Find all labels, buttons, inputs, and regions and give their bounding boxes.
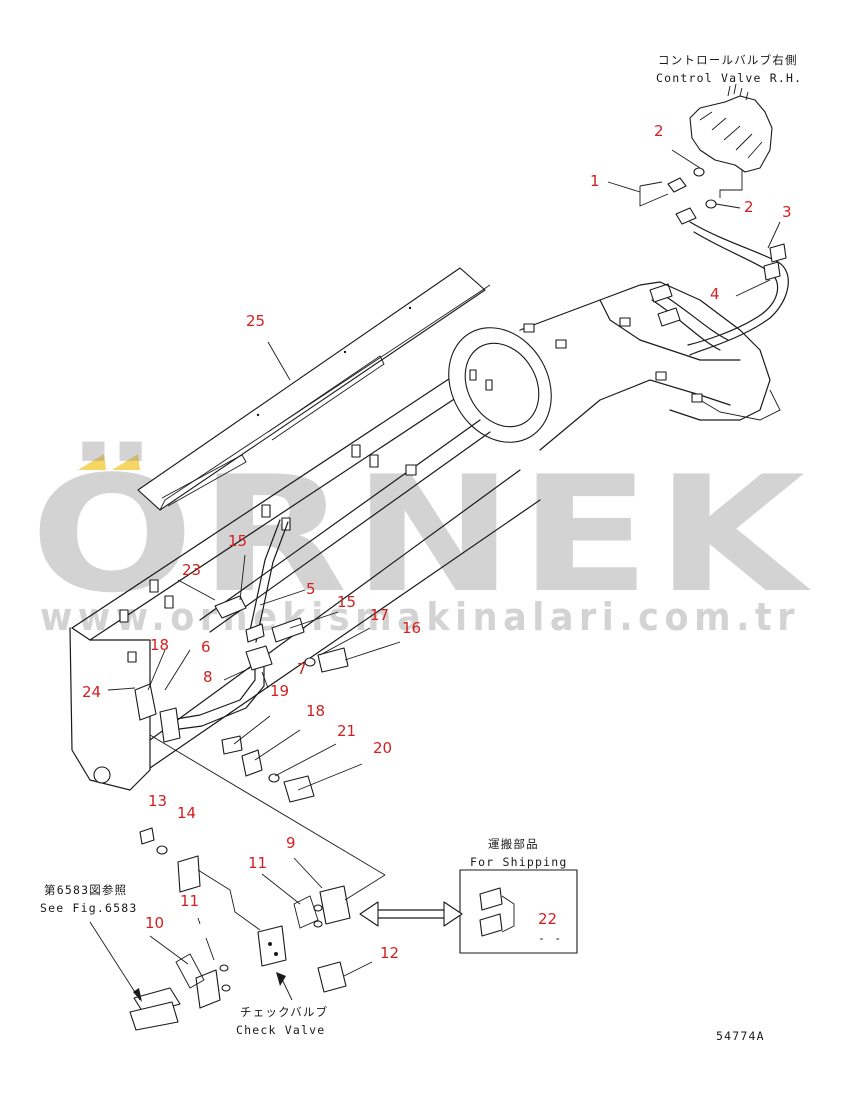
main-frame — [69, 281, 781, 876]
part-number-22: 22 — [538, 910, 557, 928]
part-number-2a: 2 — [654, 122, 664, 140]
watermark-brand: ÖRNEK — [30, 440, 811, 628]
shipping-label-en: For Shipping — [470, 855, 567, 869]
part-number-18b: 18 — [306, 702, 325, 720]
watermark-accent-right — [112, 454, 140, 470]
control-valve-label-en: Control Valve R.H. — [656, 71, 802, 85]
hoses — [649, 221, 789, 356]
drawing-number: 54774A — [716, 1029, 765, 1043]
cover-plate-25 — [137, 267, 491, 511]
part-numbers: 1 2 2 3 4 5 6 7 8 9 10 11 11 12 13 14 15… — [82, 122, 792, 962]
watermark: ÖRNEK www.ornekismakinalari.com.tr — [30, 440, 811, 639]
shipping-box — [344, 869, 578, 954]
part-number-10: 10 — [145, 914, 164, 932]
part-number-15a: 15 — [228, 532, 247, 550]
part-number-5: 5 — [306, 580, 316, 598]
part-number-7: 7 — [297, 660, 307, 678]
part-number-13: 13 — [148, 792, 167, 810]
part-number-17: 17 — [370, 606, 389, 624]
labels: コントロールバルブ右側 Control Valve R.H. 運搬部品 For … — [40, 53, 802, 1043]
see-fig-label-jp: 第6583図参照 — [44, 883, 127, 897]
check-valve-assembly — [89, 827, 351, 1031]
part-number-3: 3 — [782, 203, 792, 221]
shipping-label-jp: 運搬部品 — [488, 837, 539, 851]
part-number-18a: 18 — [150, 636, 169, 654]
control-valve-label-jp: コントロールバルブ右側 — [658, 53, 798, 67]
part-number-23: 23 — [182, 561, 201, 579]
part-number-16: 16 — [402, 619, 421, 637]
tubes-and-clamps — [134, 519, 349, 803]
leader-lines — [107, 149, 781, 977]
part-number-14: 14 — [177, 804, 196, 822]
part-number-25: 25 — [246, 312, 265, 330]
part-number-1: 1 — [590, 172, 600, 190]
part-number-11b: 11 — [180, 892, 199, 910]
part-number-21: 21 — [337, 722, 356, 740]
shipping-dash: - - — [538, 931, 562, 945]
shipping-arrow — [373, 909, 449, 919]
part-number-12: 12 — [380, 944, 399, 962]
part-number-4: 4 — [710, 285, 720, 303]
part-number-6: 6 — [201, 638, 211, 656]
check-valve-label-en: Check Valve — [236, 1023, 325, 1037]
part-number-15b: 15 — [337, 593, 356, 611]
check-valve-label-jp: チェックバルブ — [240, 1005, 328, 1019]
shipping-frame — [459, 869, 578, 954]
part-number-20: 20 — [373, 739, 392, 757]
part-number-9: 9 — [286, 834, 296, 852]
part-number-24: 24 — [82, 683, 101, 701]
watermark-accent-left — [78, 454, 106, 470]
part-number-19: 19 — [270, 682, 289, 700]
part-number-2b: 2 — [744, 198, 754, 216]
control-valve-assembly — [639, 83, 773, 225]
see-fig-label-en: See Fig.6583 — [40, 901, 137, 915]
part-number-8: 8 — [203, 668, 213, 686]
part-number-11a: 11 — [248, 854, 267, 872]
